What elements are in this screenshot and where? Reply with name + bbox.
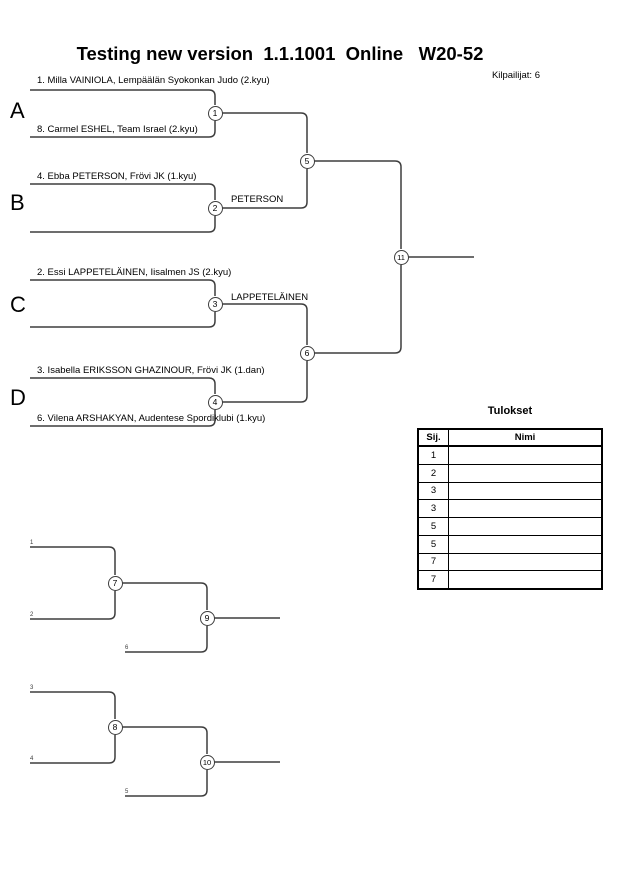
pool-letter-A: A — [10, 98, 25, 123]
results-row-6: 5 — [419, 535, 601, 554]
results-row-8: 7 — [419, 571, 601, 588]
player-label-c1: 2. Essi LAPPETELÄINEN, Iisalmen JS (2.ky… — [37, 267, 232, 278]
winner-label-match-2: PETERSON — [231, 194, 284, 205]
results-name-cell — [449, 571, 601, 588]
repechage-seed-1: 1 — [30, 540, 34, 546]
results-table-title: Tulokset — [487, 405, 533, 417]
results-name-cell — [449, 500, 601, 517]
competitors-count-label: Kilpailijat: 6 — [491, 70, 540, 81]
match-node-6[interactable]: 6 — [299, 345, 315, 361]
results-col-place: Sij. — [419, 430, 449, 445]
match-node-5[interactable]: 5 — [299, 153, 315, 169]
match-node-8[interactable]: 8 — [107, 719, 123, 735]
results-row-4: 3 — [419, 500, 601, 518]
repechage-seed-5: 5 — [125, 789, 129, 795]
results-name-cell — [449, 483, 601, 500]
player-label-d2: 6. Vilena ARSHAKYAN, Audentese Spordiklu… — [37, 413, 266, 424]
player-label-a1: 1. Milla VAINIOLA, Lempäälän Syokonkan J… — [37, 75, 270, 86]
results-place-cell: 7 — [419, 553, 449, 571]
repechage-seed-6: 6 — [125, 645, 129, 651]
results-name-cell — [449, 447, 601, 464]
match-node-9[interactable]: 9 — [199, 610, 215, 626]
pool-letter-B: B — [10, 190, 25, 215]
page-title: Testing new version 1.1.1001 Online W20-… — [76, 43, 484, 64]
winner-label-match-3: LAPPETELÄINEN — [231, 292, 309, 303]
results-place-cell: 5 — [419, 535, 449, 553]
repechage-seed-2: 2 — [30, 612, 34, 618]
results-place-cell: 3 — [419, 482, 449, 500]
results-place-cell: 5 — [419, 518, 449, 535]
match-node-7[interactable]: 7 — [107, 575, 123, 591]
pool-letter-C: C — [10, 292, 26, 317]
repechage-seed-3: 3 — [30, 685, 34, 691]
results-place-cell: 3 — [419, 500, 449, 517]
match-node-3[interactable]: 3 — [207, 296, 223, 312]
repechage-seed-4: 4 — [30, 756, 34, 762]
player-label-d1: 3. Isabella ERIKSSON GHAZINOUR, Frövi JK… — [37, 365, 265, 376]
results-row-3: 3 — [419, 482, 601, 501]
results-name-cell — [449, 465, 601, 482]
match-node-2[interactable]: 2 — [207, 200, 223, 216]
results-row-2: 2 — [419, 464, 601, 483]
results-name-cell — [449, 536, 601, 553]
results-name-cell — [449, 518, 601, 535]
results-place-cell: 2 — [419, 464, 449, 482]
player-label-a2: 8. Carmel ESHEL, Team Israel (2.kyu) — [37, 124, 198, 135]
results-place-cell: 1 — [419, 447, 449, 464]
results-col-name: Nimi — [514, 432, 536, 443]
match-node-1[interactable]: 1 — [207, 105, 223, 121]
match-node-11[interactable]: 11 — [393, 249, 409, 265]
results-row-5: 5 — [419, 518, 601, 536]
player-label-b1: 4. Ebba PETERSON, Frövi JK (1.kyu) — [37, 171, 197, 182]
pool-letter-D: D — [10, 385, 26, 410]
results-name-cell — [449, 554, 601, 571]
match-node-4[interactable]: 4 — [207, 394, 223, 410]
results-table-header: Sij. Nimi — [419, 430, 601, 447]
results-place-cell: 7 — [419, 571, 449, 588]
results-row-7: 7 — [419, 553, 601, 572]
match-node-10[interactable]: 10 — [199, 754, 215, 770]
results-row-1: 1 — [419, 447, 601, 465]
